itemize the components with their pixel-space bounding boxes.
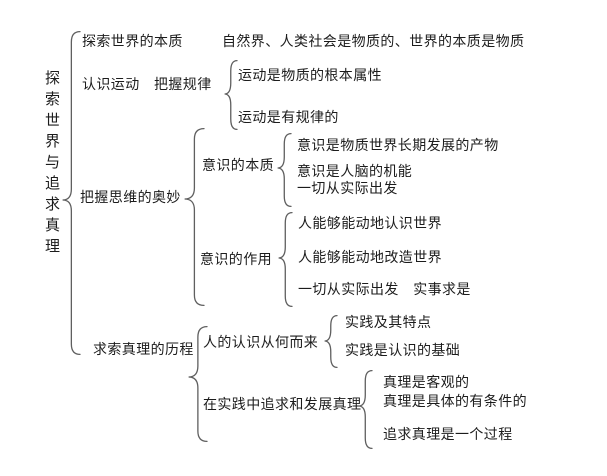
motion-regularity-item: 运动是有规律的 <box>238 110 339 126</box>
consciousness-nature-item-1: 意识是物质世界长期发展的产物 <box>297 138 499 154</box>
brace-truth-journey-path <box>188 325 208 443</box>
brace-thinking <box>184 127 205 307</box>
brace-consciousness-nature-path <box>277 132 292 208</box>
branch-motion-rules-label: 认识运动 把握规律 <box>82 77 212 93</box>
world-essence-content: 自然界、人类社会是物质的、世界的本质是物质 <box>222 34 525 50</box>
brace-consciousness-nature <box>277 132 292 208</box>
consciousness-nature-item-3: 一切从实际出发 <box>297 181 398 197</box>
consciousness-role-item-3: 一切从实际出发 实事求是 <box>298 282 471 298</box>
branch-truth-journey-label: 求索真理的历程 <box>93 342 194 358</box>
brace-root-path <box>62 30 81 356</box>
brace-root <box>62 30 81 356</box>
knowledge-origin-label: 人的认识从何而来 <box>203 335 319 351</box>
develop-truth-item-1: 真理是客观的 <box>383 375 470 391</box>
brace-motion-rules <box>224 59 238 131</box>
consciousness-role-label: 意识的作用 <box>200 252 272 268</box>
brace-consciousness-role <box>278 211 293 308</box>
consciousness-role-item-2: 人能够能动地改造世界 <box>298 250 442 266</box>
develop-truth-item-2: 真理是具体的有条件的 <box>383 394 527 410</box>
knowledge-origin-item-1: 实践及其特点 <box>345 315 432 331</box>
branch-thinking-label: 把握思维的奥妙 <box>80 190 181 206</box>
brace-truth-journey <box>188 325 208 443</box>
root-title: 探索世界与追求真理 <box>43 70 61 259</box>
brace-knowledge-origin <box>324 314 338 369</box>
consciousness-role-item-1: 人能够能动地认识世界 <box>298 216 442 232</box>
knowledge-origin-item-2: 实践是认识的基础 <box>345 343 461 359</box>
brace-consciousness-role-path <box>278 211 293 308</box>
brace-motion-rules-path <box>224 59 238 131</box>
motion-attribute-item: 运动是物质的根本属性 <box>238 68 382 84</box>
consciousness-nature-label: 意识的本质 <box>202 158 274 174</box>
brace-thinking-path <box>184 127 205 307</box>
develop-truth-item-3: 追求真理是一个过程 <box>383 427 513 443</box>
brace-develop-truth-path <box>358 369 373 450</box>
brace-develop-truth <box>358 369 373 450</box>
branch-world-essence-label: 探索世界的本质 <box>82 34 183 50</box>
develop-truth-label: 在实践中追求和发展真理 <box>203 397 362 413</box>
brace-knowledge-origin-path <box>324 314 338 369</box>
consciousness-nature-item-2: 意识是人脑的机能 <box>297 164 413 180</box>
